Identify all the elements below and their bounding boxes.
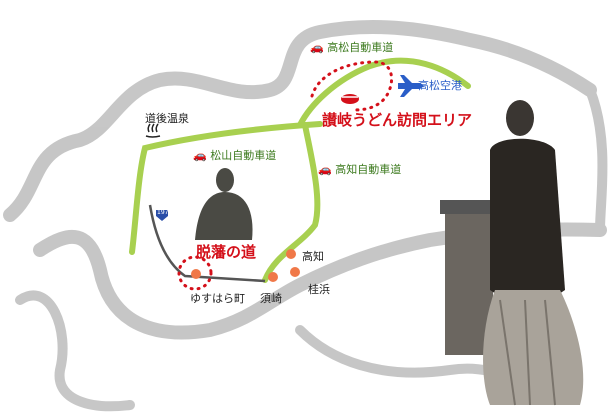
sakamoto-statue-image <box>195 168 253 240</box>
car-icon: 🚗 <box>310 41 324 54</box>
susaki-label: 須崎 <box>260 292 282 305</box>
onsen-label: 道後温泉 <box>145 112 189 125</box>
onsen-icon <box>145 123 161 138</box>
kochi-expressway-label: 🚗 高知自動車道 <box>318 163 402 176</box>
matsuyama-expressway-label: 🚗 松山自動車道 <box>193 149 277 162</box>
dappan-route-label: 脱藩の道 <box>196 243 257 261</box>
point-kochi <box>286 249 296 259</box>
car-icon: 🚗 <box>193 149 207 162</box>
takamatsu-expressway <box>297 57 471 128</box>
airport-label: 高松空港 <box>418 79 462 92</box>
udon-area-label: 讃岐うどん訪問エリア <box>322 111 473 129</box>
point-yusuhara <box>191 269 201 279</box>
sakamoto-ryoma-photo <box>440 100 584 406</box>
yusuhara-label: ゆすはら町 <box>190 292 245 305</box>
matsuyama-expressway <box>129 121 323 255</box>
car-icon: 🚗 <box>318 163 332 176</box>
udon-area-outline <box>310 60 394 112</box>
route-197-shield <box>156 210 168 221</box>
kochi-label: 高知 <box>302 250 324 263</box>
point-susaki <box>268 272 278 282</box>
kochi-expressway <box>262 122 321 283</box>
takamatsu-expressway-label: 🚗 高松自動車道 <box>310 41 394 54</box>
route-197 <box>148 204 266 283</box>
udon-bowl-icon <box>341 94 359 104</box>
expressway-lines <box>129 57 471 283</box>
airplane-icon <box>398 75 424 97</box>
yusuhara-area-outline <box>177 255 213 291</box>
katsurahama-label: 桂浜 <box>308 283 330 296</box>
route-197-label: 197 <box>157 209 169 216</box>
point-katsurahama <box>290 267 300 277</box>
